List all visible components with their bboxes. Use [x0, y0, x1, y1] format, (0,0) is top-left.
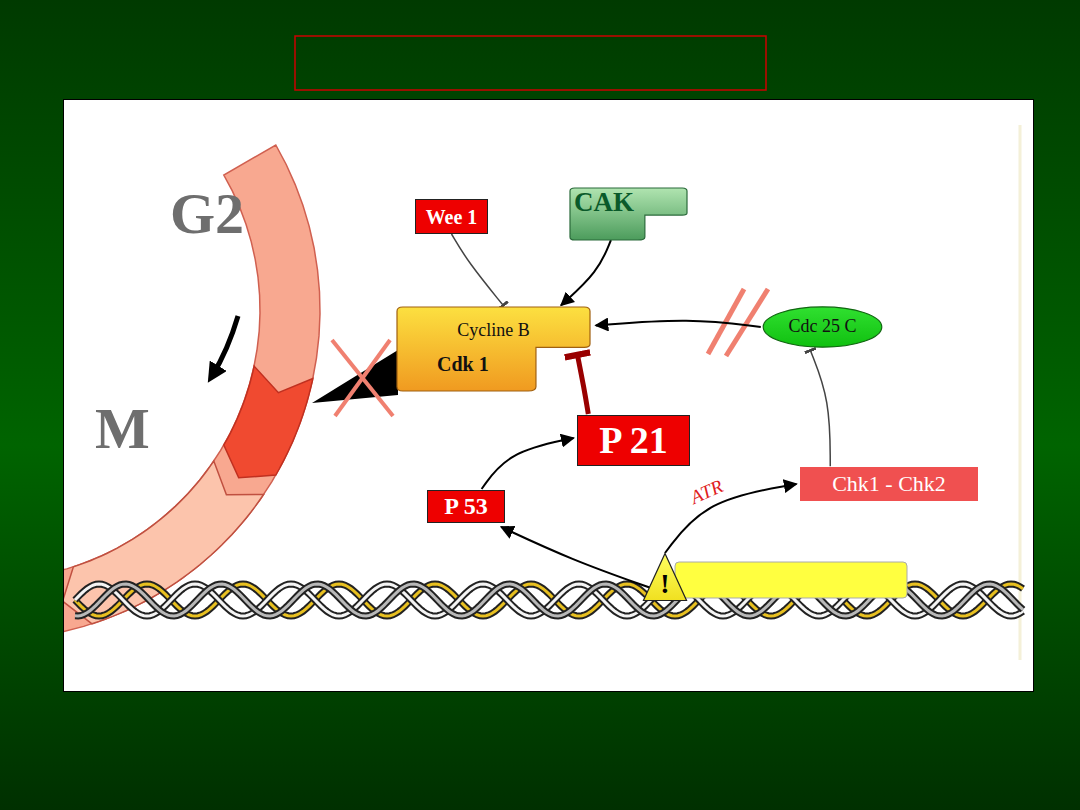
tumor-suppressor-box: P 53: [427, 490, 505, 523]
inhibitor-box: P 21: [577, 415, 690, 466]
title-frame: [295, 36, 766, 90]
inhibition-connector: [810, 351, 830, 467]
node-outline: [643, 553, 686, 600]
dna-damage-site: [675, 562, 907, 598]
phase-label: M: [95, 400, 150, 458]
phase-label: G2: [170, 185, 244, 243]
cell-cycle-ring: [64, 145, 320, 639]
node-label: Cycline B: [457, 321, 530, 341]
panel-edge: [1019, 125, 1022, 660]
phosphatase-ellipse: Cdc 25 C: [762, 306, 883, 348]
node-outline: [397, 307, 590, 391]
activation-arrow: [561, 240, 611, 305]
damage-warning-triangle: !: [643, 553, 687, 601]
node-label: Chk1 - Chk2: [832, 472, 946, 496]
node-outline: [570, 188, 687, 240]
node-label: Wee 1: [426, 206, 478, 228]
cycle-phase-segment: [64, 461, 264, 624]
blocked-transition-wedge: [312, 350, 398, 403]
activation-arrow: [665, 484, 796, 553]
cycle-arrow: [212, 316, 238, 376]
cyclin-cdk-complex: Cycline B Cdk 1: [397, 307, 590, 391]
node-label: Cdc 25 C: [788, 317, 856, 337]
node-label: CAK: [574, 188, 634, 218]
checkpoint-kinase-box: Chk1 - Chk2: [800, 467, 978, 501]
block-cross: [335, 340, 390, 416]
activation-arrow: [596, 321, 761, 327]
node-outline: [397, 307, 590, 391]
inhibition-connector: [452, 234, 504, 305]
block-slash: [726, 289, 768, 356]
kinase-box: Wee 1: [415, 199, 488, 234]
white-panel: [64, 100, 1034, 692]
node-label: P 21: [599, 420, 668, 462]
activation-arrow: [482, 438, 574, 489]
activation-arrow: [501, 527, 649, 588]
edge-label: ATR: [686, 475, 728, 507]
mitosis-segment: [224, 366, 313, 478]
block-cross: [332, 340, 393, 416]
node-label: Cdk 1: [437, 353, 489, 375]
node-outline: [763, 307, 882, 347]
node-label: !: [660, 569, 669, 600]
cell-cycle-ring: [64, 145, 320, 639]
node-label: P 53: [444, 493, 487, 519]
inhibition-connector: [577, 355, 588, 414]
kinase-box: CAK: [570, 188, 687, 240]
